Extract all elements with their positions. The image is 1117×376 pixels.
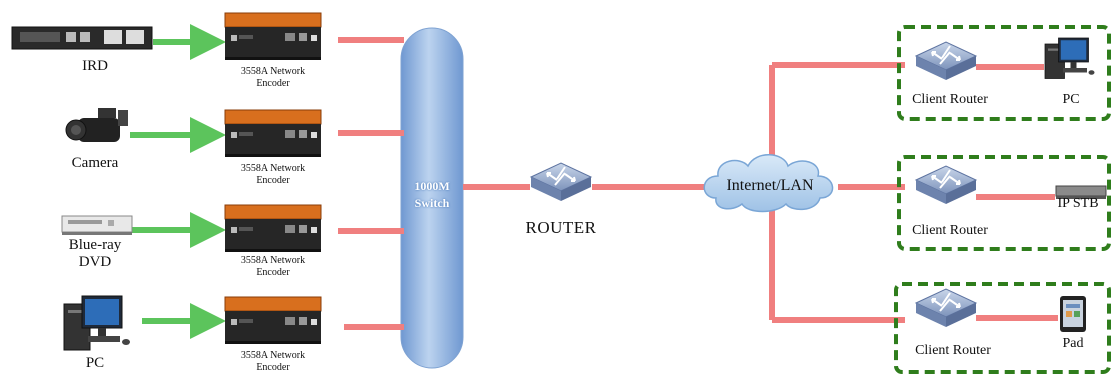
internet-label: Internet/LAN: [726, 177, 814, 194]
pc-icon: [63, 295, 131, 351]
client-device-1-label: PC: [1062, 92, 1080, 107]
client-router-3-icon: [915, 288, 977, 328]
source-label-camera: Camera: [71, 155, 119, 171]
encoder-4-label: 3558A Network Encoder: [213, 350, 333, 374]
source-label-ird: IRD: [82, 58, 108, 74]
switch-label-line2: Switch: [414, 196, 450, 210]
encoder-2-label-line1: 3558A Network: [240, 163, 306, 174]
encoder-3-icon: [224, 204, 322, 253]
encoder-4-label-line1: 3558A Network: [240, 350, 306, 361]
encoder-4-label-line2: Encoder: [256, 362, 290, 373]
client-router-2-icon: [915, 165, 977, 205]
encoder-1-label: 3558A Network Encoder: [213, 66, 333, 90]
client-device-3-label: Pad: [1062, 336, 1084, 351]
client-group-3: [894, 282, 1111, 374]
client-group-2: [897, 155, 1111, 251]
tablet-icon: [1060, 296, 1086, 332]
camera-icon: [65, 108, 128, 142]
client-router-3-label: Client Router: [915, 343, 991, 358]
encoder-3-label-line2: Encoder: [256, 267, 290, 278]
encoder-2-label: 3558A Network Encoder: [213, 163, 333, 187]
router-label: ROUTER: [525, 218, 597, 237]
encoder-3-label: 3558A Network Encoder: [213, 255, 333, 279]
encoder-2-label-line2: Encoder: [256, 175, 290, 186]
source-label-dvd: Blue-ray DVD: [68, 237, 122, 270]
router-icon: [530, 162, 592, 202]
switch-label-line1: 1000M: [414, 179, 450, 193]
client-router-2-label: Client Router: [912, 223, 988, 238]
ird-receiver-icon: [11, 26, 153, 50]
switch-shape: [400, 27, 464, 369]
encoder-1-icon: [224, 12, 322, 61]
encoder-1-label-line1: 3558A Network: [240, 66, 306, 77]
client-router-1-label: Client Router: [912, 92, 988, 107]
dvd-player-icon: [61, 215, 133, 235]
client-router-1-icon: [915, 41, 977, 81]
encoder-4-icon: [224, 296, 322, 345]
internet-cloud-icon: [703, 154, 834, 213]
encoder-2-icon: [224, 109, 322, 158]
client-group-1: [897, 25, 1111, 121]
encoder-3-label-line1: 3558A Network: [240, 255, 306, 266]
switch-label: 1000M Switch: [397, 178, 467, 212]
client-pc-icon: [1044, 37, 1095, 79]
set-top-box-icon: [1055, 185, 1107, 199]
client-device-2-label: IP STB: [1057, 196, 1099, 211]
source-label-pc: PC: [85, 355, 105, 371]
encoder-1-label-line2: Encoder: [256, 78, 290, 89]
